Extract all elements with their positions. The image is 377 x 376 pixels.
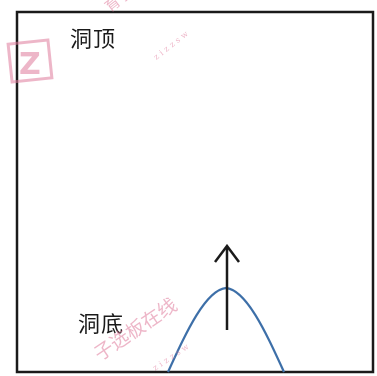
up-arrow-icon — [214, 243, 240, 330]
svg-text:Z: Z — [19, 47, 41, 82]
cave-bottom-label: 洞底 — [78, 313, 125, 338]
cave-top-label: 洞顶 — [70, 28, 117, 53]
cave-frame — [15, 10, 375, 374]
watermark-logo-icon: Z — [6, 38, 54, 84]
